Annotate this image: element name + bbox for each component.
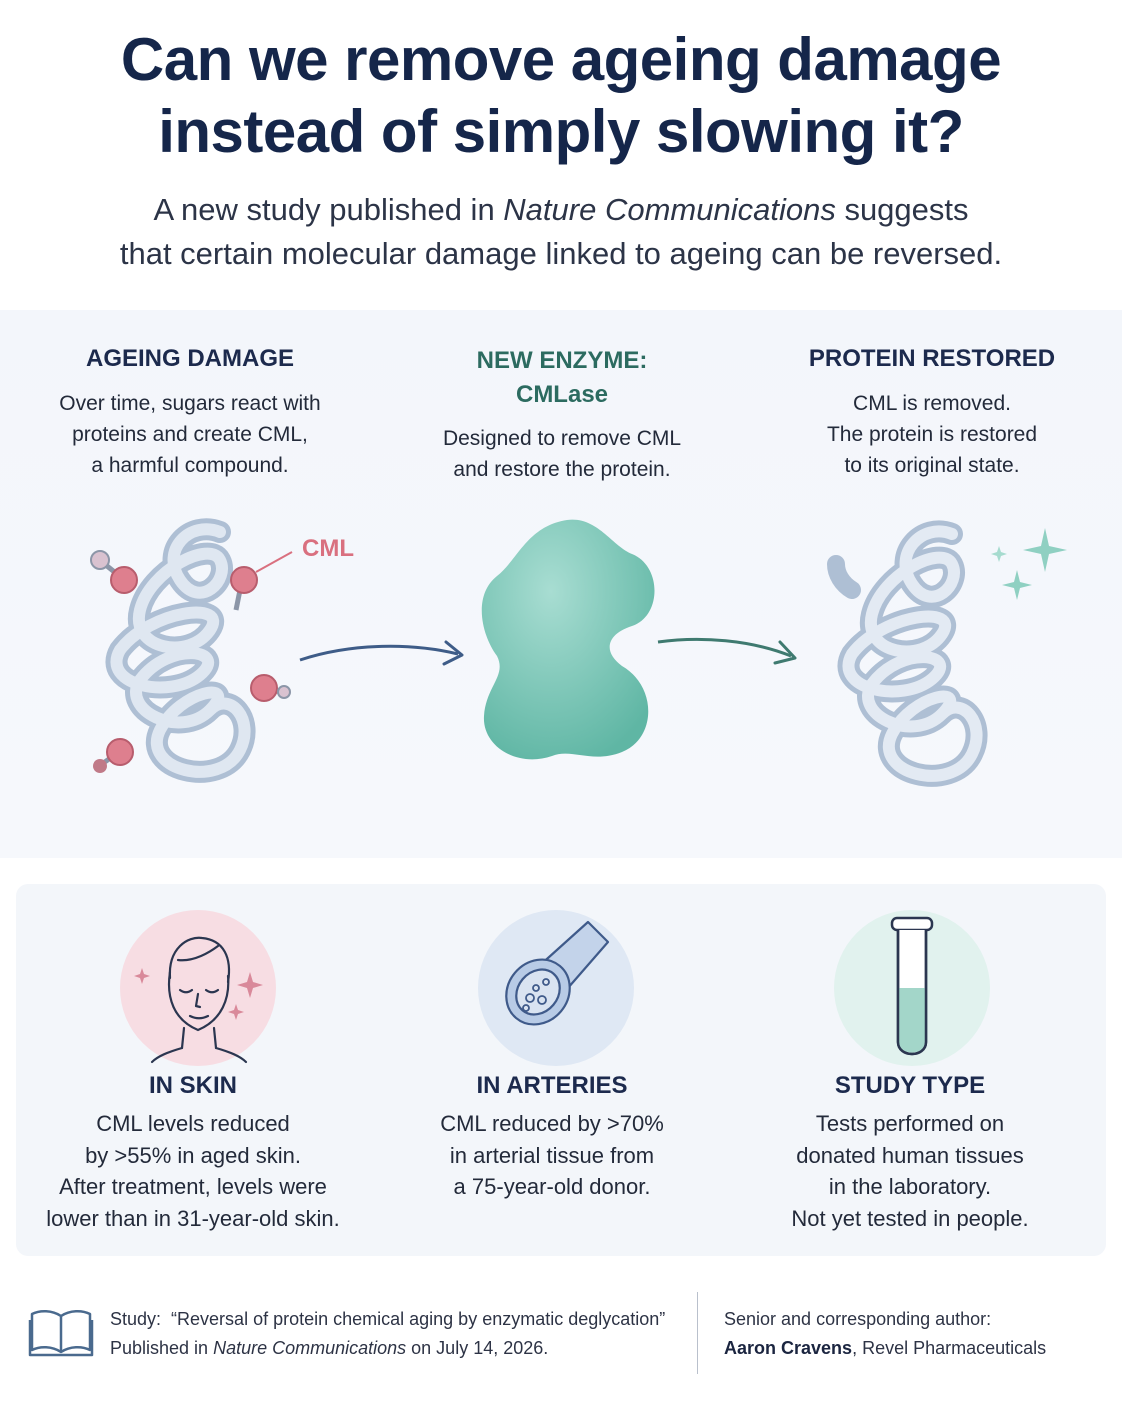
subtitle-line-1: A new study published in Nature Communic… [0, 188, 1122, 232]
enzyme-title: NEW ENZYME: CMLase [412, 344, 712, 412]
published-pre: Published in [110, 1338, 214, 1358]
study-type-text: Tests performed on donated human tissues… [745, 1108, 1075, 1234]
study-type-title: STUDY TYPE [834, 1072, 986, 1099]
damage-line-1: Over time, sugars react with [59, 392, 321, 415]
sparkle-icon [991, 528, 1067, 600]
skin-line-3: After treatment, levels were [59, 1174, 327, 1199]
enzyme-text: Designed to remove CML and restore the p… [402, 423, 722, 485]
arteries-line-2: in arterial tissue from [449, 1142, 655, 1168]
arteries-text: CML reduced by >70% in arterial tissue f… [387, 1108, 717, 1203]
published-journal: Nature Communications [213, 1338, 407, 1358]
footer-divider [697, 1292, 698, 1374]
arteries-line-1: CML reduced by >70% [440, 1111, 664, 1136]
author-affiliation: , Revel Pharmaceuticals [852, 1338, 1047, 1358]
study-label: Study: [110, 1309, 162, 1329]
restored-line-1: CML is removed. [853, 392, 1011, 415]
subtitle: A new study published in Nature Communic… [0, 188, 1122, 276]
subtitle-line-2: that certain molecular damage linked to … [119, 236, 1003, 271]
skin-line-1: CML levels reduced [96, 1111, 290, 1136]
stats-panel: IN SKIN CML levels reduced by >55% in ag… [16, 884, 1106, 1256]
skin-text: CML levels reduced by >55% in aged skin.… [18, 1108, 368, 1234]
face-icon [120, 910, 276, 1066]
enzyme-line-2: and restore the protein. [453, 458, 671, 481]
restored-title: PROTEIN RESTORED [808, 345, 1056, 372]
skin-line-2: by >55% in aged skin. [85, 1142, 301, 1168]
study-line-1: Tests performed on [815, 1111, 1005, 1136]
restored-text: CML is removed. The protein is restored … [772, 388, 1092, 481]
restored-line-3: to its original state. [844, 454, 1020, 477]
enzyme-title-line-2: CMLase [515, 381, 609, 408]
author-label: Senior and corresponding author: [724, 1309, 992, 1329]
published-date: on July 14, 2026. [406, 1338, 549, 1358]
arteries-line-3: a 75-year-old donor. [453, 1174, 651, 1199]
subtitle-pre: A new study published in [153, 192, 504, 227]
arrow-icon [657, 637, 797, 665]
title-line-1: Can we remove ageing damage [120, 26, 1002, 93]
cml-label: CML [302, 535, 354, 562]
study-citation: Study: “Reversal of protein chemical agi… [110, 1305, 690, 1363]
process-panel: AGEING DAMAGE Over time, sugars react wi… [0, 310, 1122, 858]
restored-line-2: The protein is restored [826, 423, 1038, 446]
enzyme-blob-illustration [481, 519, 655, 760]
protein-restored-illustration [827, 520, 988, 787]
damage-line-2: proteins and create CML, [72, 423, 308, 446]
cml-markers [90, 550, 293, 773]
study-line-3: in the laboratory. [828, 1174, 992, 1199]
page-title: Can we remove ageing damage instead of s… [0, 24, 1122, 168]
skin-line-4: lower than in 31-year-old skin. [46, 1205, 340, 1231]
title-line-2: instead of simply slowing it? [158, 98, 964, 165]
book-icon [28, 1310, 94, 1357]
arteries-title: IN ARTERIES [476, 1072, 628, 1099]
study-title-line: Study: “Reversal of protein chemical agi… [110, 1305, 690, 1334]
study-title: “Reversal of protein chemical aging by e… [171, 1309, 666, 1329]
damage-title: AGEING DAMAGE [85, 345, 294, 372]
damage-text: Over time, sugars react with proteins an… [30, 388, 350, 481]
subtitle-journal: Nature Communications [503, 192, 836, 227]
author-line: Aaron Cravens, Revel Pharmaceuticals [724, 1334, 1114, 1363]
study-line-2: donated human tissues [796, 1142, 1024, 1168]
author-name: Aaron Cravens [724, 1338, 853, 1358]
author-info: Senior and corresponding author: Aaron C… [724, 1305, 1114, 1363]
subtitle-post: suggests [835, 192, 969, 227]
enzyme-line-1: Designed to remove CML [442, 427, 682, 450]
published-line: Published in Nature Communications on Ju… [110, 1334, 690, 1363]
damage-line-3: a harmful compound. [91, 454, 289, 477]
test-tube-icon [834, 910, 990, 1066]
protein-damaged-illustration [90, 518, 293, 783]
skin-title: IN SKIN [148, 1072, 237, 1099]
arrow-icon [299, 640, 464, 666]
study-line-4: Not yet tested in people. [791, 1205, 1029, 1231]
artery-icon [478, 910, 634, 1066]
enzyme-title-line-1: NEW ENZYME: [476, 347, 648, 374]
